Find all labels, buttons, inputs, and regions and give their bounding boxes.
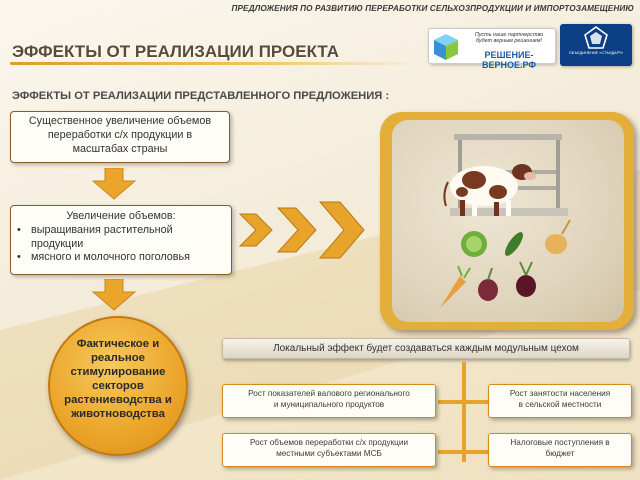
pentagon-logo-icon bbox=[584, 26, 608, 49]
cube-logo-icon bbox=[434, 34, 458, 60]
volume-growth-title: Увеличение объемов: bbox=[66, 210, 176, 222]
stimulation-line6: животноводства bbox=[71, 407, 165, 420]
stimulation-line2: реальное bbox=[90, 351, 146, 364]
tax-revenue-line1: Налоговые поступления в bbox=[510, 438, 610, 447]
page-title: ЭФФЕКТЫ ОТ РЕАЛИЗАЦИИ ПРОЕКТА bbox=[12, 42, 339, 61]
partner-brand: РЕШЕНИЕ-ВЕРНОЕ.РФ bbox=[481, 50, 537, 70]
onion-icon bbox=[545, 219, 571, 254]
stimulation-line5: растениеводства и bbox=[64, 393, 172, 406]
country-scale-line2: переработки с/х продукции в bbox=[47, 128, 193, 141]
employment-box: Рост занятости населения в сельской мест… bbox=[488, 384, 632, 418]
partner-motto-line2: будет верным решением! bbox=[476, 38, 542, 45]
stimulation-text: Фактическое и реальное стимулирование се… bbox=[48, 338, 188, 421]
partner-motto: Пусть наше партнерство будет верным реше… bbox=[463, 32, 555, 44]
tax-revenue-box: Налоговые поступления в бюджет bbox=[488, 433, 632, 467]
chevron-right-icon bbox=[238, 201, 365, 259]
local-effect-box: Локальный эффект будет создаваться кажды… bbox=[222, 338, 630, 359]
list-item-text-line1: выращивания растительной bbox=[31, 223, 173, 236]
standard-logo-text: ОБЪЕДИНЕНИЕ «СТАНДАРТ» bbox=[568, 51, 624, 55]
tax-revenue-line2: бюджет bbox=[545, 448, 575, 458]
arrow-down-icon bbox=[92, 279, 136, 311]
list-item: мясного и молочного поголовья bbox=[17, 251, 225, 265]
country-scale-line3: масштабах страны bbox=[72, 142, 168, 155]
carrot-icon bbox=[440, 265, 471, 308]
stimulation-line3: стимулирование bbox=[70, 365, 166, 378]
beet-icon bbox=[516, 261, 536, 297]
red-onion-icon bbox=[478, 267, 498, 301]
section-subtitle: ЭФФЕКТЫ ОТ РЕАЛИЗАЦИИ ПРЕДСТАВЛЕННОГО ПР… bbox=[12, 90, 390, 102]
processing-growth-line1: Рост объемов переработки с/х продукции bbox=[249, 438, 409, 447]
volume-growth-list: выращивания растительной продукции мясно… bbox=[17, 224, 225, 265]
gross-product-box: Рост показателей валового регионального … bbox=[222, 384, 436, 418]
employment-line2: в сельской местности bbox=[518, 399, 602, 409]
top-banner: ПРЕДЛОЖЕНИЯ ПО РАЗВИТИЮ ПЕРЕРАБОТКИ СЕЛЬ… bbox=[231, 4, 634, 13]
processing-growth-box: Рост объемов переработки с/х продукции м… bbox=[222, 433, 436, 467]
employment-line1: Рост занятости населения bbox=[509, 389, 611, 398]
list-item-text-line2: продукции bbox=[31, 237, 84, 250]
standard-logo: ОБЪЕДИНЕНИЕ «СТАНДАРТ» bbox=[560, 24, 632, 66]
partner-motto-line1: Пусть наше партнерство bbox=[474, 32, 544, 38]
stimulation-line1: Фактическое и bbox=[76, 338, 160, 350]
bracket-connector bbox=[438, 362, 490, 462]
gross-product-line2: и муниципального продуктов bbox=[273, 399, 385, 409]
cucumber-icon bbox=[504, 232, 524, 256]
volume-growth-box: Увеличение объемов: выращивания растител… bbox=[10, 205, 232, 275]
country-scale-box: Существенное увеличение объемов перерабо… bbox=[10, 111, 230, 163]
arrow-down-icon bbox=[92, 168, 136, 200]
cabbage-icon bbox=[461, 231, 487, 257]
stimulation-circle bbox=[48, 316, 188, 456]
gross-product-line1: Рост показателей валового регионального bbox=[248, 389, 410, 398]
list-item-text: мясного и молочного поголовья bbox=[31, 251, 191, 264]
partner-logo: Пусть наше партнерство будет верным реше… bbox=[428, 28, 556, 70]
cow-icon bbox=[443, 164, 536, 216]
processing-growth-line2: местными субъектами МСБ bbox=[276, 448, 382, 458]
title-underline bbox=[10, 62, 420, 65]
farm-illustration bbox=[440, 134, 571, 308]
stimulation-line4: секторов bbox=[92, 379, 144, 392]
farm-photo bbox=[392, 120, 624, 322]
country-scale-line1: Существенное увеличение объемов bbox=[28, 115, 212, 127]
list-item: выращивания растительной продукции bbox=[17, 224, 225, 252]
